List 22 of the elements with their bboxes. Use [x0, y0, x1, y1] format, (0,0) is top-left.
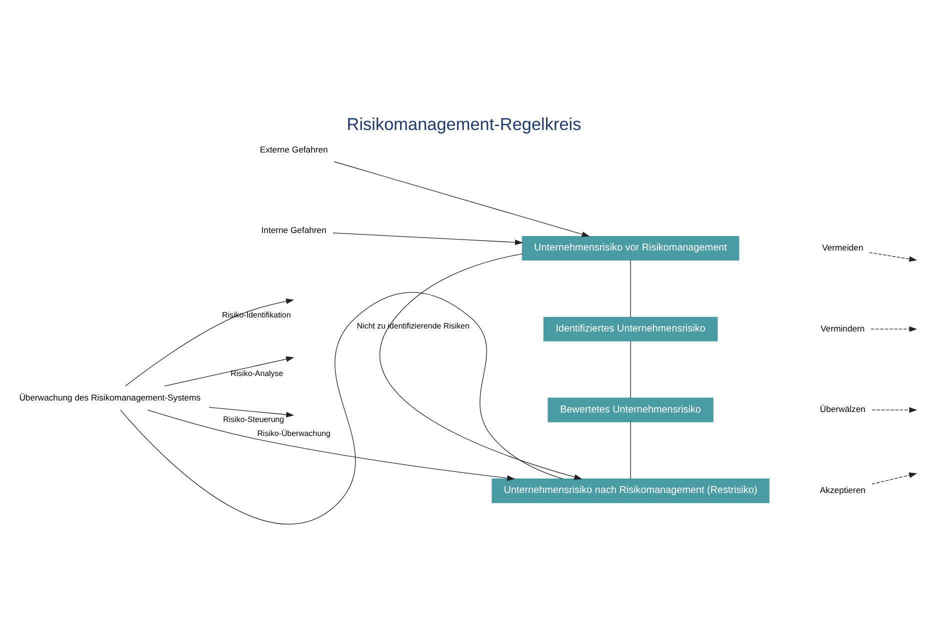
arrow	[208, 406, 294, 417]
arrow	[334, 160, 590, 236]
node-box: Bewertetes Unternehmensrisiko	[548, 397, 714, 422]
diagram-title: Risikomanagement-Regelkreis	[346, 114, 582, 134]
arrow	[868, 252, 918, 262]
connector	[120, 292, 563, 524]
node-box: Unternehmensrisiko nach Risikomanagement (Restrisiko)	[492, 478, 770, 503]
node-text: Interne Gefahren	[261, 224, 326, 235]
arrow	[332, 232, 524, 245]
connector	[630, 340, 631, 398]
node-text: Vermindern	[820, 322, 865, 333]
arrow	[380, 253, 582, 480]
arrow	[147, 409, 516, 480]
node-box: Unternehmensrisiko vor Risikomanagement	[522, 235, 740, 260]
connector	[630, 421, 631, 479]
node-text: Überwachung des Risikomanagement-Systems	[19, 392, 201, 402]
node-box: Identifiziertes Unternehmensrisiko	[543, 316, 718, 341]
connector	[630, 259, 631, 317]
node-text: Vermeiden	[822, 242, 864, 252]
node-text: Akzeptieren	[820, 484, 866, 495]
node-text: Überwälzen	[820, 404, 866, 414]
node-text: Externe Gefahren	[260, 144, 328, 154]
